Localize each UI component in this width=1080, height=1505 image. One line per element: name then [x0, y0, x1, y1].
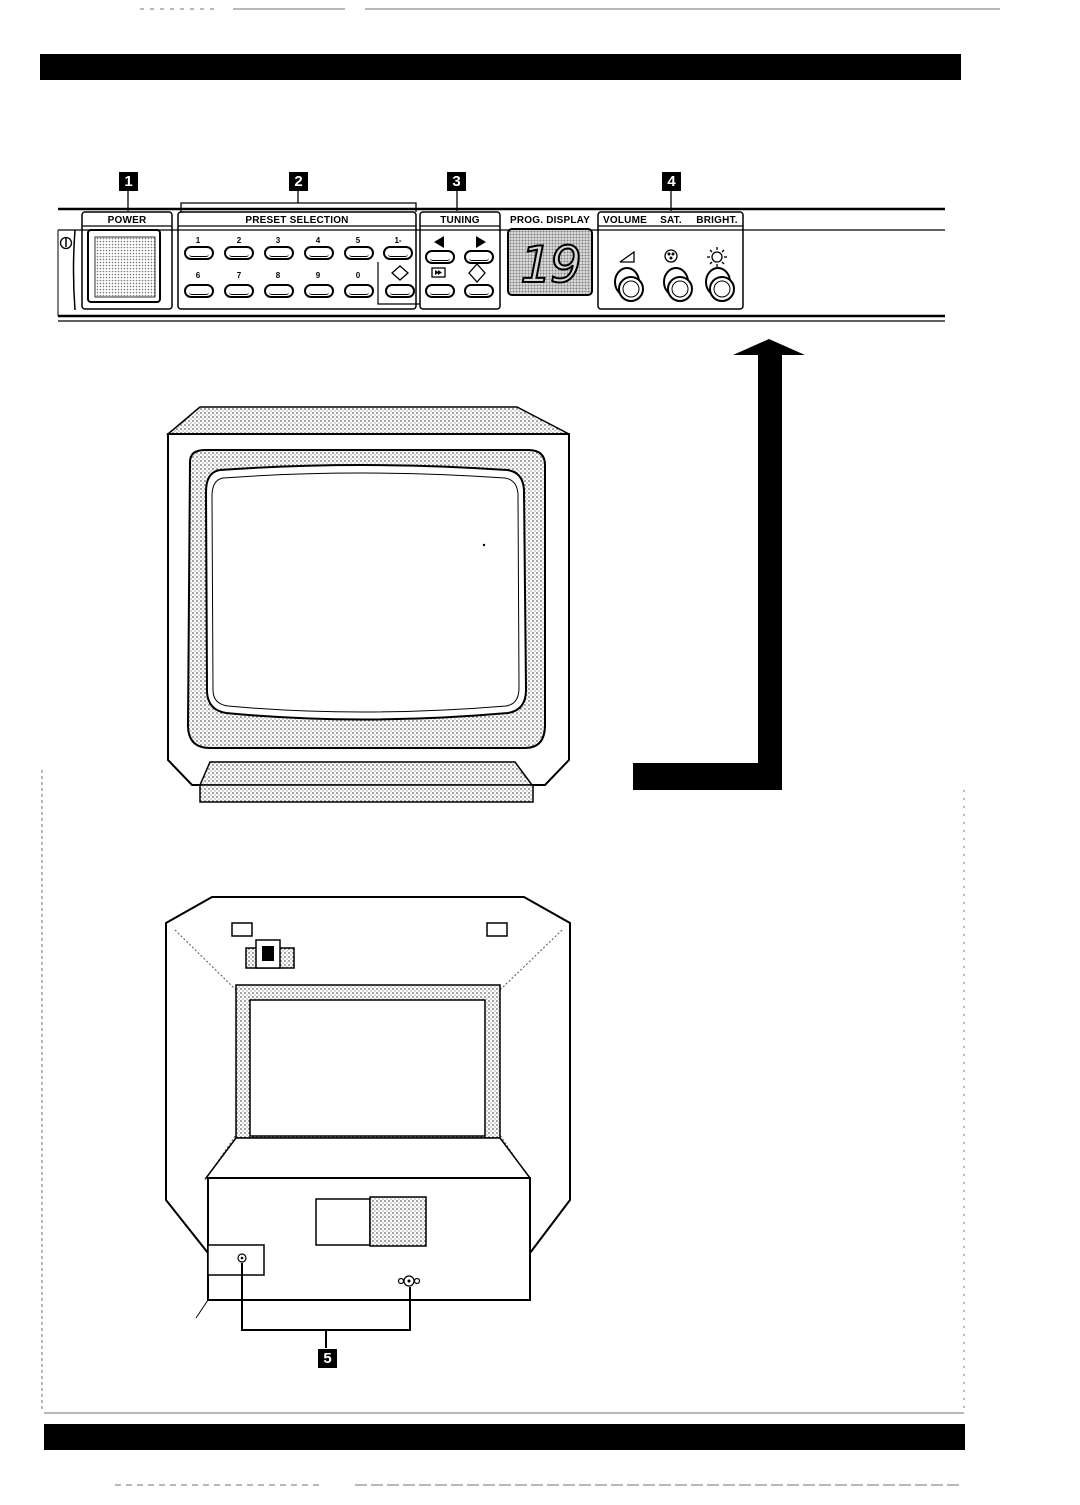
preset-button-6[interactable] [184, 284, 214, 298]
sat-label: SAT. [660, 215, 682, 226]
sun-icon [707, 247, 727, 267]
callout-2: 2 [289, 172, 308, 191]
callout-4: 4 [662, 172, 681, 191]
preset-number-9: 9 [315, 271, 321, 280]
preset-number-8: 8 [275, 271, 281, 280]
volume-icon [619, 250, 635, 263]
preset-button-8[interactable] [264, 284, 294, 298]
preset-button-9[interactable] [304, 284, 334, 298]
right-arrow-icon [476, 236, 486, 248]
tuning-up-button[interactable] [464, 250, 494, 264]
prog-display-label: PROG. DISPLAY [509, 215, 591, 226]
tuning-label: TUNING [440, 215, 480, 226]
color-icon [664, 249, 678, 263]
program-display: 19 [507, 228, 593, 296]
left-arrow-icon [434, 236, 444, 248]
volume-label: VOLUME [603, 215, 647, 226]
callout-3: 3 [447, 172, 466, 191]
preset-selection-label: PRESET SELECTION [245, 215, 349, 226]
callout-5: 5 [318, 1349, 337, 1368]
power-label: POWER [107, 215, 147, 226]
preset-button-1-minus[interactable] [383, 246, 413, 260]
preset-button-0[interactable] [344, 284, 374, 298]
preset-button-2[interactable] [224, 246, 254, 260]
bottom-black-bar [44, 1424, 965, 1450]
preset-button-5[interactable] [344, 246, 374, 260]
program-number: 19 [519, 235, 583, 295]
fine-tune-button[interactable] [464, 284, 494, 298]
preset-number-5: 5 [355, 236, 361, 245]
tuning-down-button[interactable] [425, 250, 455, 264]
preset-button-3[interactable] [264, 246, 294, 260]
front-panel [57, 191, 945, 322]
preset-number-1-minus: 1- [394, 236, 402, 245]
top-black-bar [40, 54, 961, 80]
diamond-icon [468, 263, 486, 283]
preset-button-4[interactable] [304, 246, 334, 260]
preset-button-1[interactable] [184, 246, 214, 260]
store-icon [391, 265, 409, 281]
store-button[interactable] [385, 284, 415, 298]
skip-icon [431, 267, 446, 278]
preset-button-7[interactable] [224, 284, 254, 298]
power-icon [59, 236, 73, 250]
preset-number-4: 4 [315, 236, 321, 245]
skip-button[interactable] [425, 284, 455, 298]
preset-number-3: 3 [275, 236, 281, 245]
bright-label: BRIGHT. [696, 215, 738, 226]
preset-number-6: 6 [195, 271, 201, 280]
preset-number-1: 1 [195, 236, 201, 245]
preset-number-7: 7 [236, 271, 242, 280]
callout-1: 1 [119, 172, 138, 191]
preset-number-0: 0 [355, 271, 361, 280]
preset-number-2: 2 [236, 236, 242, 245]
